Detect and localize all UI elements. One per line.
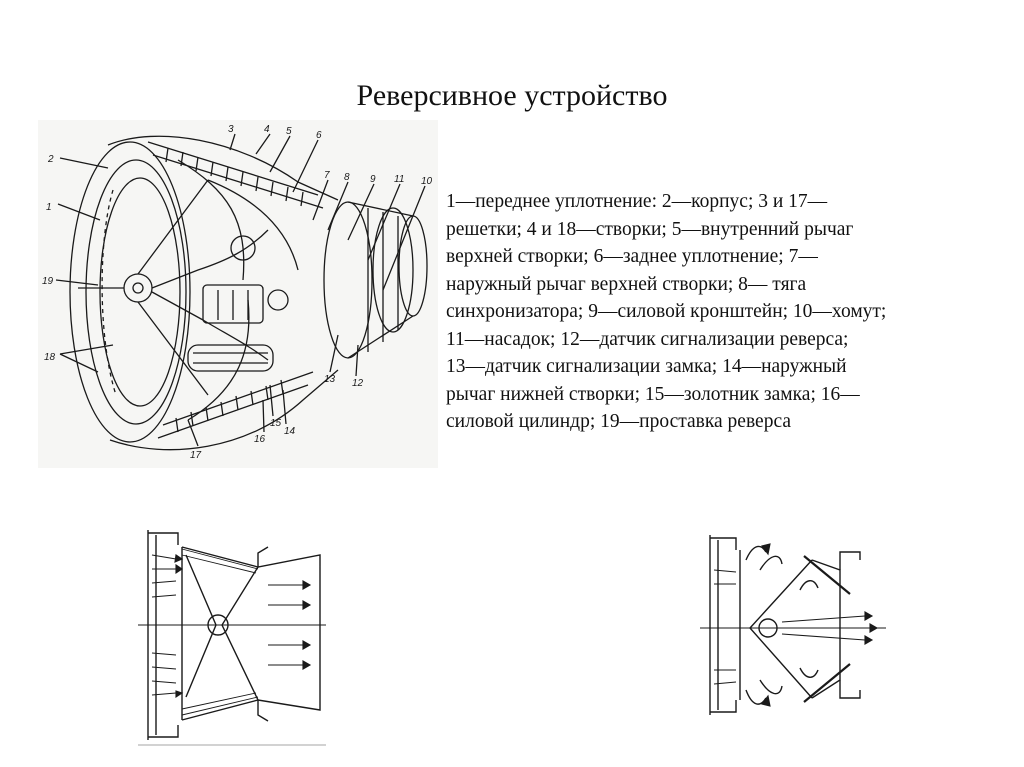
callout-3: 3 xyxy=(228,124,234,135)
forward-thrust-schematic xyxy=(138,530,326,746)
callout-11: 11 xyxy=(394,174,404,185)
callout-15: 15 xyxy=(270,418,282,429)
callout-6: 6 xyxy=(316,130,322,141)
callout-4: 4 xyxy=(264,124,270,135)
callout-9: 9 xyxy=(370,174,376,185)
callout-12: 12 xyxy=(352,378,364,389)
callout-17: 17 xyxy=(190,450,202,461)
callout-8: 8 xyxy=(344,172,350,183)
slide-title: Реверсивное устройство xyxy=(356,79,668,112)
callout-18: 18 xyxy=(44,352,56,363)
thrust-reverser-cutaway-drawing: 2 1 3 4 5 6 7 8 9 11 10 12 13 14 15 16 1… xyxy=(38,120,438,468)
reverse-thrust-schematic xyxy=(700,535,886,715)
callout-14: 14 xyxy=(284,426,296,437)
callout-5: 5 xyxy=(286,126,292,137)
parts-legend: 1—переднее уплотнение: 2—корпус; 3 и 17—… xyxy=(446,191,887,432)
callout-19: 19 xyxy=(42,276,54,287)
callout-10: 10 xyxy=(421,176,433,187)
callout-7: 7 xyxy=(324,170,330,181)
callout-13: 13 xyxy=(324,374,336,385)
callout-1: 1 xyxy=(46,202,52,213)
callout-16: 16 xyxy=(254,434,266,445)
callout-2: 2 xyxy=(47,154,54,165)
